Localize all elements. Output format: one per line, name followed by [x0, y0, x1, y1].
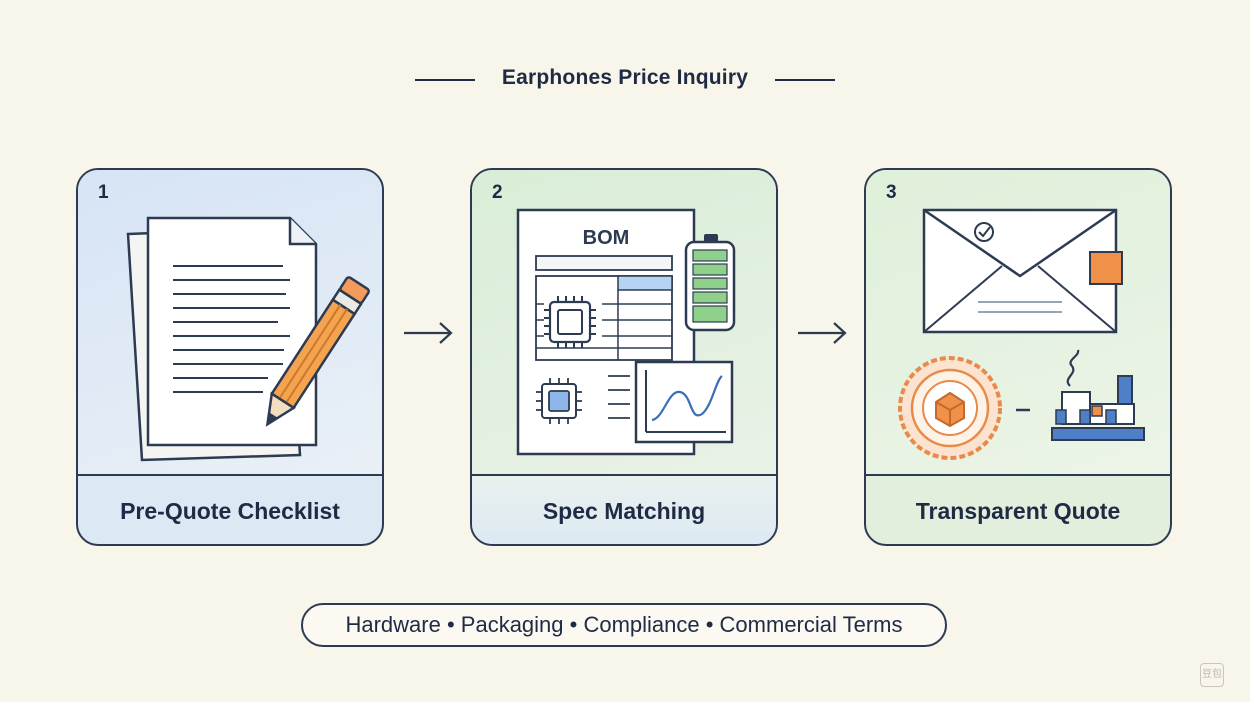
step-label: Spec Matching: [472, 476, 776, 544]
title-rule-right: [775, 79, 835, 81]
categories-pill: Hardware • Packaging • Compliance • Comm…: [301, 603, 947, 647]
watermark-logo: 豆包: [1200, 663, 1224, 687]
step-number: 3: [886, 182, 897, 203]
step-card-1: 1 Pre-Quote Checklist: [76, 168, 384, 546]
chip-icon: [536, 375, 630, 424]
step-3-illustration: 3: [866, 170, 1170, 476]
page-title: Earphones Price Inquiry: [501, 66, 749, 89]
document-icon: [126, 216, 318, 462]
step-label: Pre-Quote Checklist: [120, 498, 340, 524]
pencil-icon: [265, 276, 370, 427]
step-number: 2: [492, 182, 503, 203]
chip-icon: [544, 296, 602, 348]
factory-icon: [1051, 349, 1145, 441]
bom-title: BOM: [583, 227, 630, 249]
step-number: 1: [98, 182, 109, 203]
certification-seal-icon: [898, 356, 1002, 460]
arrow-right-icon: [798, 322, 847, 344]
step-2-illustration: BOM: [472, 170, 776, 476]
envelope-icon: [922, 208, 1123, 334]
battery-icon: [684, 234, 736, 332]
step-card-2: BOM: [470, 168, 778, 546]
step-label: Transparent Quote: [915, 498, 1121, 524]
arrow-right-icon: [404, 322, 453, 344]
step-card-3: 3 Transparent Quote: [864, 168, 1172, 546]
chart-icon: [634, 360, 734, 444]
title-bar: Earphones Price Inquiry: [0, 62, 1250, 98]
step-1-illustration: 1: [78, 170, 382, 476]
title-rule-left: [415, 79, 475, 81]
